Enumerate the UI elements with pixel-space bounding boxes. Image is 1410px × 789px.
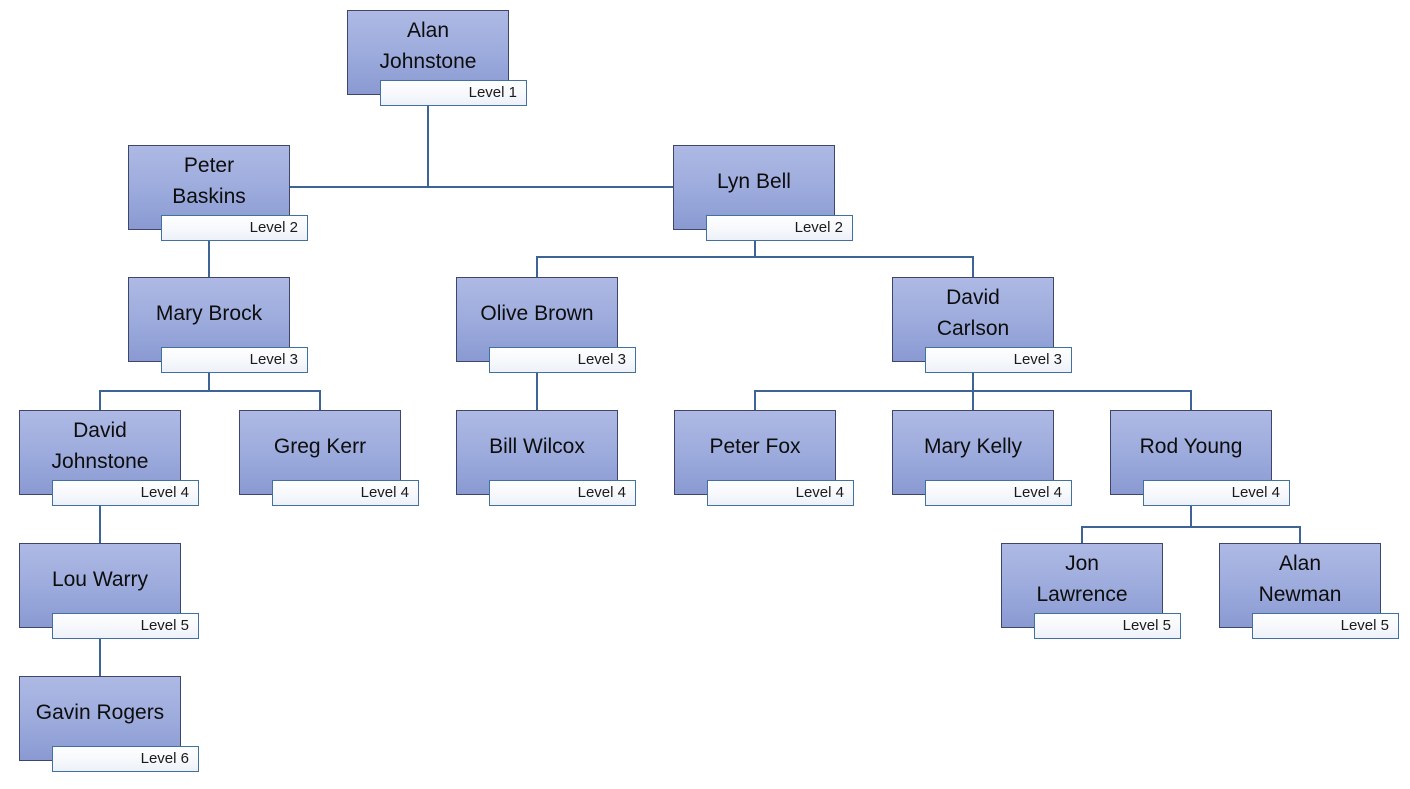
person-name: David Johnstone [51, 419, 149, 473]
level-badge: Level 4 [707, 480, 854, 506]
level-badge: Level 3 [161, 347, 308, 373]
person-name: Greg Kerr [273, 434, 367, 458]
person-name: Mary Kelly [923, 434, 1023, 458]
org-node-david-johnstone[interactable]: David Johnstone Level 4 [19, 410, 199, 506]
level-badge: Level 2 [706, 215, 853, 241]
person-name: Mary Brock [155, 301, 263, 325]
level-badge: Level 3 [489, 347, 636, 373]
level-badge: Level 4 [1143, 480, 1290, 506]
org-node-mary-brock[interactable]: Mary Brock Level 3 [128, 277, 308, 373]
org-node-peter-fox[interactable]: Peter Fox Level 4 [674, 410, 854, 506]
level-badge: Level 4 [489, 480, 636, 506]
level-badge: Level 1 [380, 80, 527, 106]
level-badge: Level 4 [52, 480, 199, 506]
org-node-mary-kelly[interactable]: Mary Kelly Level 4 [892, 410, 1072, 506]
person-name: Rod Young [1139, 434, 1243, 458]
level-badge: Level 6 [52, 746, 199, 772]
person-name: Olive Brown [480, 301, 594, 325]
person-name: Alan Johnstone [379, 19, 477, 73]
person-name: Alan Newman [1258, 552, 1342, 606]
org-node-rod-young[interactable]: Rod Young Level 4 [1110, 410, 1290, 506]
person-name: Peter Baskins [172, 154, 246, 208]
person-name: Lou Warry [51, 567, 149, 591]
person-name: Gavin Rogers [35, 700, 165, 724]
org-node-greg-kerr[interactable]: Greg Kerr Level 4 [239, 410, 419, 506]
org-node-alan-newman[interactable]: Alan Newman Level 5 [1219, 543, 1399, 639]
org-node-peter-baskins[interactable]: Peter Baskins Level 2 [128, 145, 308, 241]
person-name: Lyn Bell [717, 169, 791, 193]
person-name: Peter Fox [709, 434, 801, 458]
level-badge: Level 5 [1252, 613, 1399, 639]
level-badge: Level 3 [925, 347, 1072, 373]
person-name: Bill Wilcox [489, 434, 585, 458]
org-node-jon-lawrence[interactable]: Jon Lawrence Level 5 [1001, 543, 1181, 639]
level-badge: Level 4 [925, 480, 1072, 506]
org-node-lyn-bell[interactable]: Lyn Bell Level 2 [673, 145, 853, 241]
level-badge: Level 5 [52, 613, 199, 639]
org-node-bill-wilcox[interactable]: Bill Wilcox Level 4 [456, 410, 636, 506]
level-badge: Level 2 [161, 215, 308, 241]
org-node-lou-warry[interactable]: Lou Warry Level 5 [19, 543, 199, 639]
level-badge: Level 4 [272, 480, 419, 506]
level-badge: Level 5 [1034, 613, 1181, 639]
person-name: David Carlson [936, 286, 1010, 340]
org-node-david-carlson[interactable]: David Carlson Level 3 [892, 277, 1072, 373]
org-node-gavin-rogers[interactable]: Gavin Rogers Level 6 [19, 676, 199, 772]
org-node-alan-johnstone[interactable]: Alan Johnstone Level 1 [347, 10, 527, 106]
org-node-olive-brown[interactable]: Olive Brown Level 3 [456, 277, 636, 373]
person-name: Jon Lawrence [1036, 552, 1128, 606]
